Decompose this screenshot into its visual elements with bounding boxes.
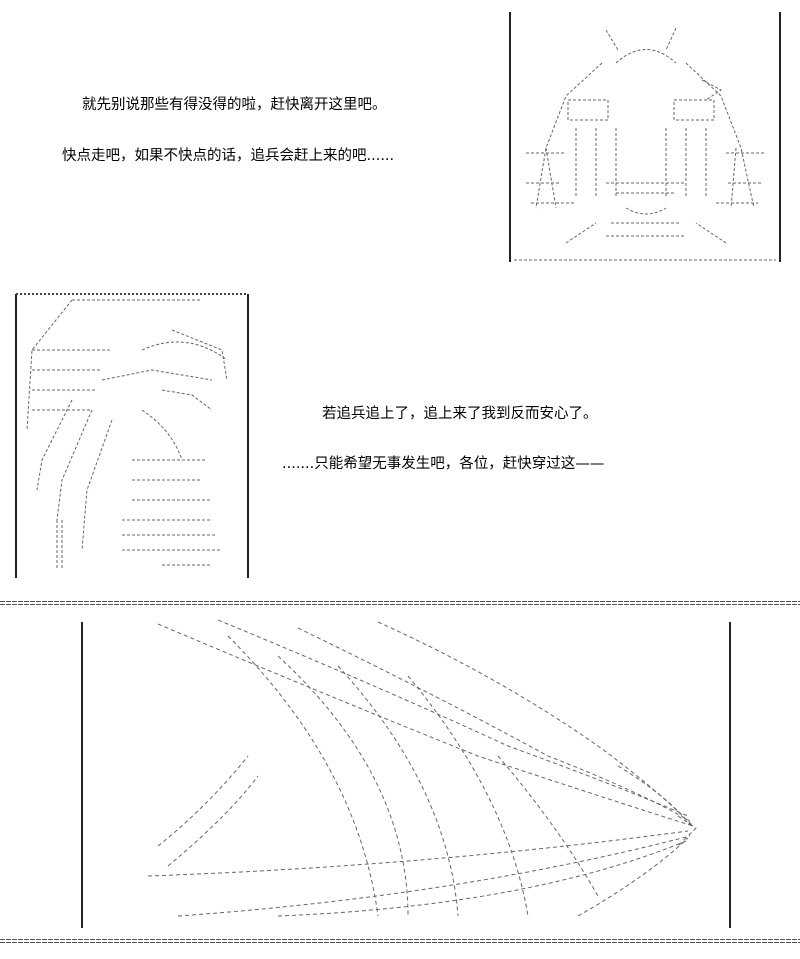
separator-rule-bottom — [0, 938, 800, 944]
separator-rule-top — [0, 600, 800, 606]
panel1-dialogue-line2: 快点走吧，如果不快点的话，追兵会赶上来的吧...... — [62, 148, 395, 164]
panel2-character-art — [15, 293, 249, 578]
panel1-art-frame — [506, 8, 784, 266]
panel3-swirl-art — [81, 619, 731, 928]
panel1-character-art — [509, 12, 781, 262]
panel2-art-frame — [12, 290, 252, 582]
panel2-dialogue-line1: 若追兵追上了，追上来了我到反而安心了。 — [322, 406, 598, 422]
panel1-dialogue-line1: 就先别说那些有得没得的啦，赶快离开这里吧。 — [82, 97, 387, 113]
panel3-art-frame — [78, 616, 738, 934]
panel2-dialogue-line2: .......只能希望无事发生吧，各位，赶快穿过这—— — [282, 456, 605, 472]
